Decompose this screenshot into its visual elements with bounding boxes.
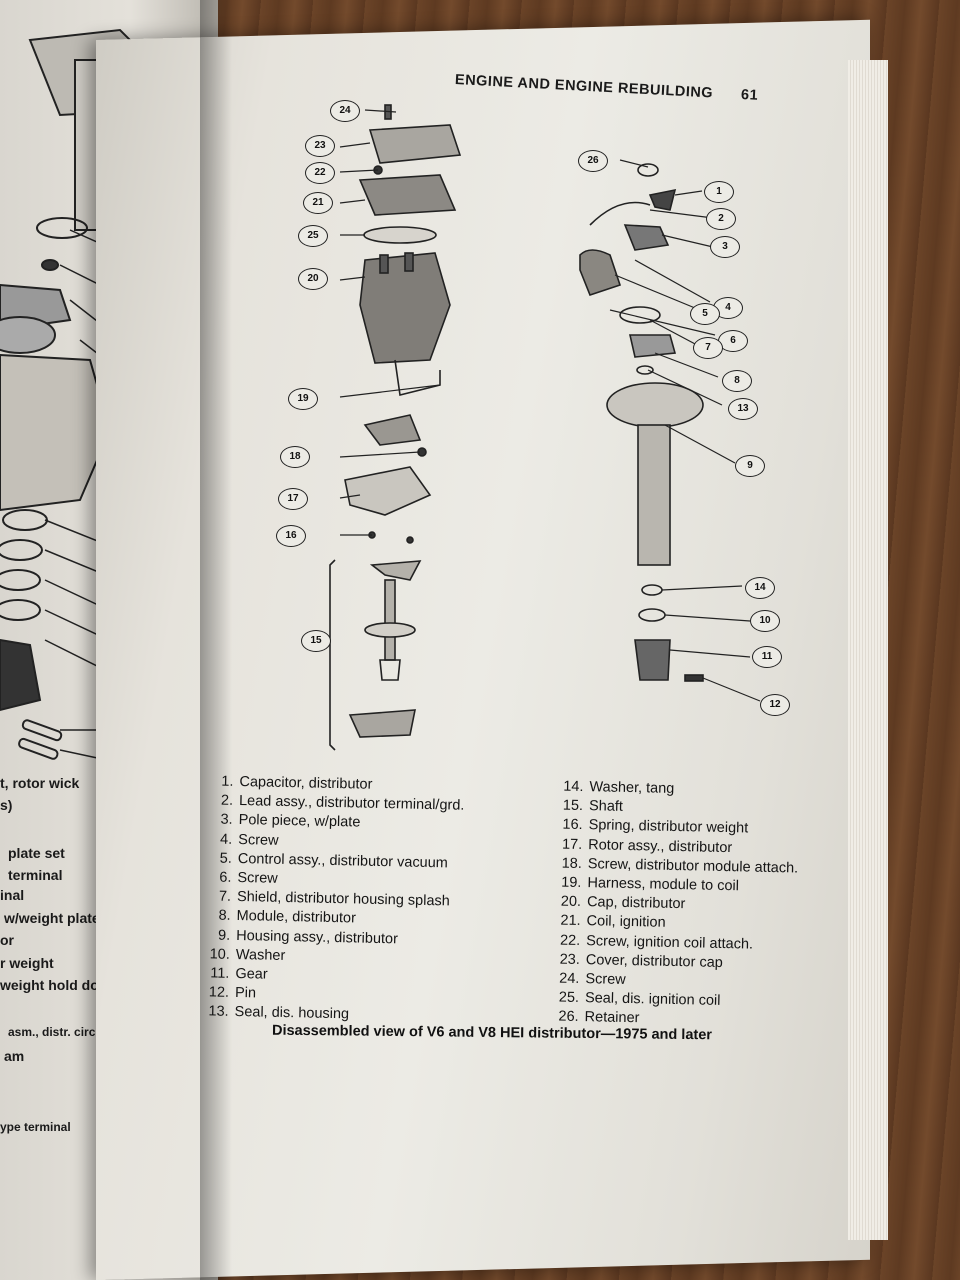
callout-5: 5 [690, 303, 720, 325]
left-fragment: weight hold down [0, 977, 119, 993]
callout-11: 11 [752, 646, 782, 668]
left-fragment: asm., distr. circ. b [8, 1025, 110, 1039]
callout-14: 14 [745, 577, 775, 599]
callout-6: 6 [718, 330, 748, 352]
callout-26: 26 [578, 150, 608, 172]
callout-25: 25 [298, 225, 328, 247]
left-fragment: plate set [8, 845, 65, 861]
exploded-distributor-diagram [329, 104, 761, 751]
left-fragment: s) [0, 797, 13, 813]
callout-21: 21 [303, 192, 333, 214]
callout-18: 18 [280, 446, 310, 468]
callout-24: 24 [330, 100, 360, 122]
callout-15: 15 [301, 630, 331, 652]
left-fragment: or [0, 932, 14, 948]
left-fragment: terminal [8, 867, 63, 883]
left-fragment: t, rotor wick [0, 775, 80, 791]
left-fragment: w/weight plate [4, 910, 100, 926]
callout-22: 22 [305, 162, 335, 184]
callout-8: 8 [722, 370, 752, 392]
callout-2: 2 [706, 208, 736, 230]
callout-13: 13 [728, 398, 758, 420]
left-page-diagram: 1 2 3 4 5 7 8 9 10 11 12 13 [0, 28, 176, 773]
parts-legend-left: 1.Capacitor, distributor 2.Lead assy., d… [202, 772, 465, 1027]
callout-10: 10 [750, 610, 780, 632]
callout-20: 20 [298, 268, 328, 290]
callout-9: 9 [735, 455, 765, 477]
left-fragment: inal [0, 887, 25, 903]
parts-legend-right: 14.Washer, tang 15.Shaft 16.Spring, dist… [552, 777, 800, 1032]
left-fragment: ype terminal [0, 1120, 71, 1134]
callout-1: 1 [704, 181, 734, 203]
left-fragment: r weight [0, 955, 54, 971]
left-fragment: am [4, 1048, 25, 1064]
callout-12: 12 [760, 694, 790, 716]
callout-23: 23 [305, 135, 335, 157]
book-gutter [200, 0, 240, 1280]
callout-3: 3 [710, 236, 740, 258]
callout-7: 7 [693, 337, 723, 359]
callout-19: 19 [288, 388, 318, 410]
page-edges [848, 60, 888, 1240]
callout-16: 16 [276, 525, 306, 547]
callout-17: 17 [278, 488, 308, 510]
